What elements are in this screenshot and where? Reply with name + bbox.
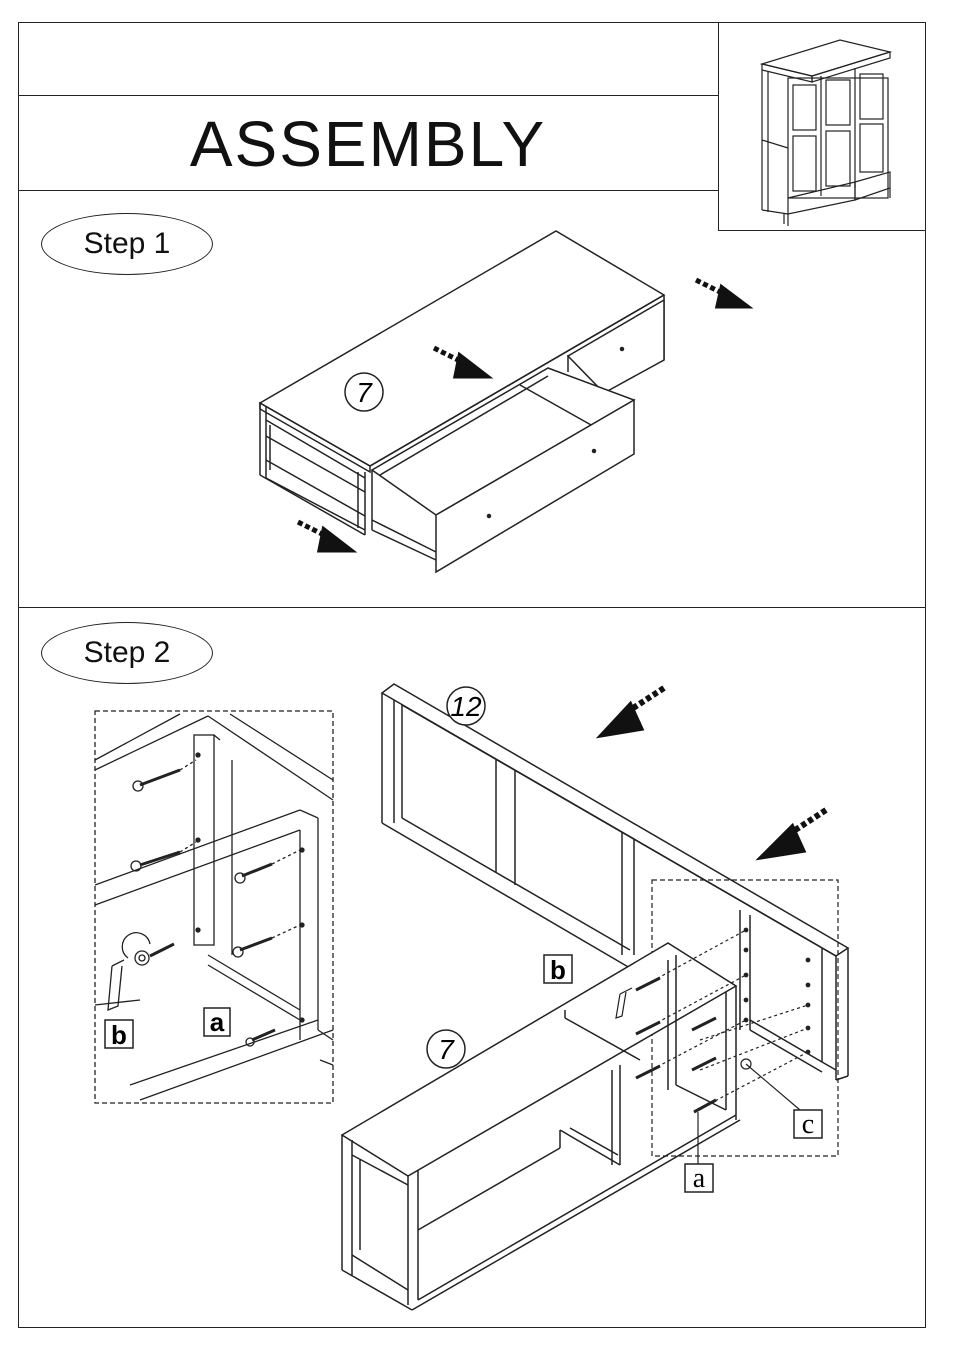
wardrobe-thumbnail (762, 40, 890, 226)
main-label-c: c (802, 1109, 814, 1140)
step-1-part-number: 7 (356, 377, 373, 408)
step-2-part-7-number: 7 (438, 1034, 455, 1065)
main-label-a: a (693, 1163, 706, 1194)
step-2-part-12-number: 12 (450, 691, 482, 722)
step-2-base-unit (342, 943, 740, 1310)
main-label-b: b (550, 955, 566, 985)
inset-label-a: a (210, 1007, 225, 1037)
inset-label-b: b (111, 1020, 127, 1050)
step-1-drawing (260, 231, 664, 572)
